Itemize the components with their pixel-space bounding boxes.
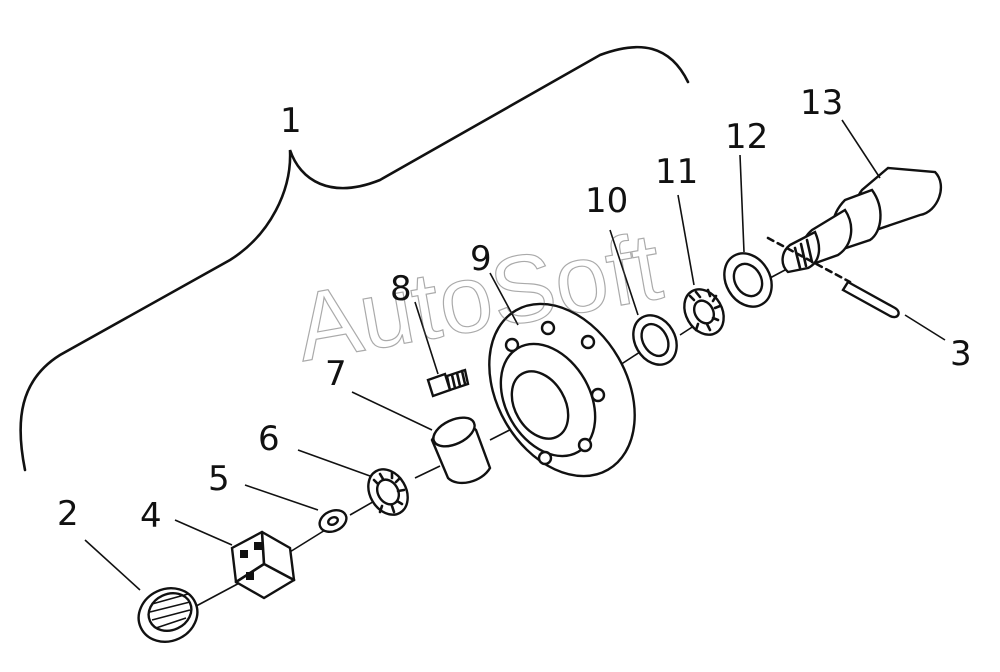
cotter-pin-part — [766, 236, 900, 319]
callout-11: 11 — [655, 152, 698, 192]
leader-lines — [84, 119, 946, 591]
callout-8: 8 — [390, 269, 412, 309]
callout-2: 2 — [57, 494, 79, 534]
callout-7: 7 — [325, 354, 347, 394]
callout-12: 12 — [725, 117, 768, 157]
outer-bearing-cone-part — [367, 468, 409, 516]
inner-bearing-cup-part — [632, 314, 678, 366]
callout-9: 9 — [470, 239, 492, 279]
callout-4: 4 — [140, 496, 162, 536]
inner-bearing-cone-part — [683, 288, 725, 336]
castle-nut-part — [230, 530, 296, 600]
dust-cap-part — [137, 587, 199, 643]
washer-part — [318, 508, 348, 534]
callout-6: 6 — [258, 419, 280, 459]
bolt-part — [426, 368, 470, 398]
assembly-brace — [19, 45, 690, 472]
callout-5: 5 — [208, 459, 230, 499]
spindle-part — [781, 166, 943, 274]
callout-1: 1 — [280, 101, 302, 141]
callout-13: 13 — [800, 83, 843, 123]
callout-3: 3 — [950, 334, 972, 374]
outer-bearing-cup-part — [430, 416, 492, 485]
seal-part — [723, 252, 773, 308]
hub-part — [488, 302, 636, 478]
callout-10: 10 — [585, 181, 628, 221]
